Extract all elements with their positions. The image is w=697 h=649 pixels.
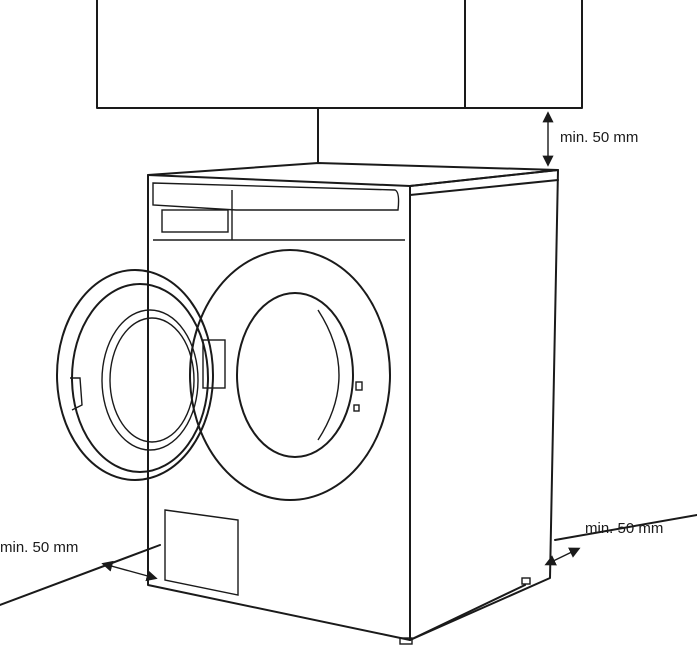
left-clearance-label: min. 50 mm (0, 539, 79, 556)
overhead-cabinet (96, 0, 583, 164)
top-clearance-label: min. 50 mm (560, 129, 639, 146)
right-clearance-label: min. 50 mm (585, 520, 664, 537)
left-clearance-arrow (101, 560, 158, 582)
washing-machine (56, 162, 559, 645)
right-clearance-arrow (544, 547, 581, 566)
